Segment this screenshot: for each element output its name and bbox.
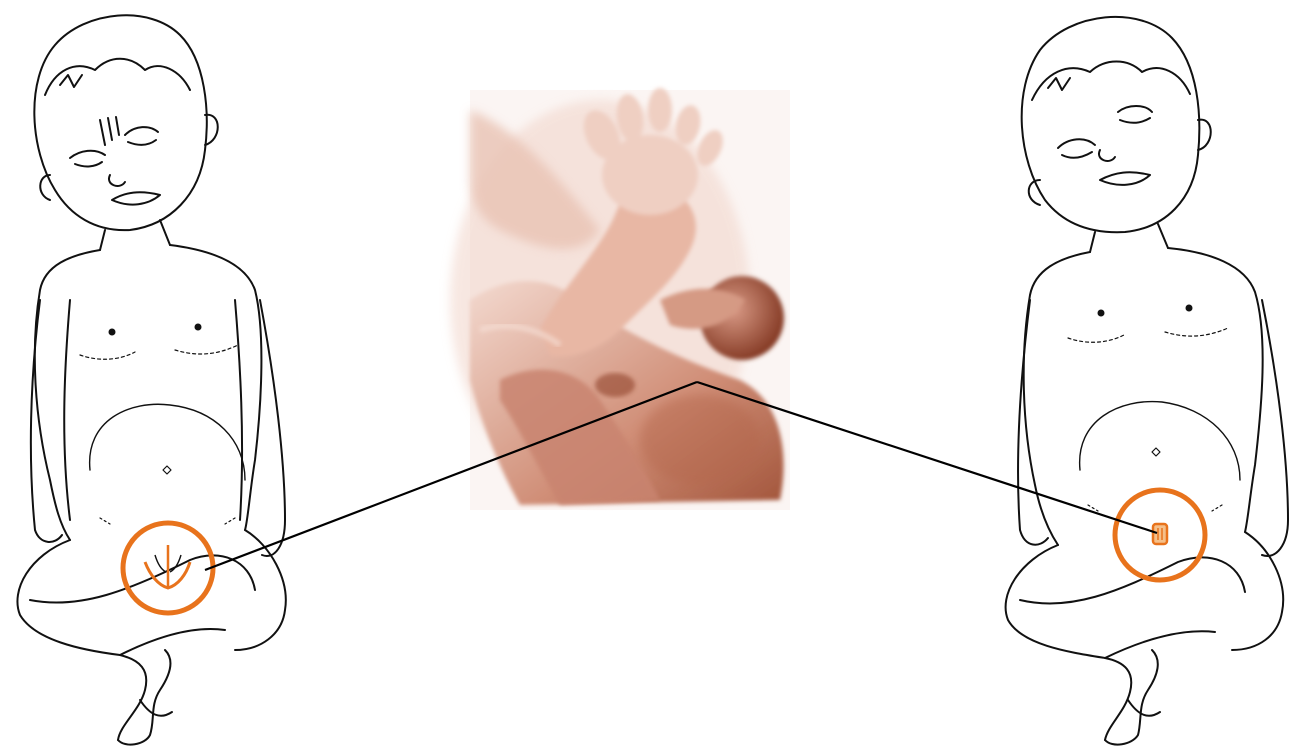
right-genital-marker <box>1115 490 1205 580</box>
center-embryo-photo <box>450 88 790 510</box>
left-child-drawing <box>17 15 285 744</box>
right-child-drawing <box>1006 17 1288 745</box>
left-genital-marker <box>123 523 213 613</box>
